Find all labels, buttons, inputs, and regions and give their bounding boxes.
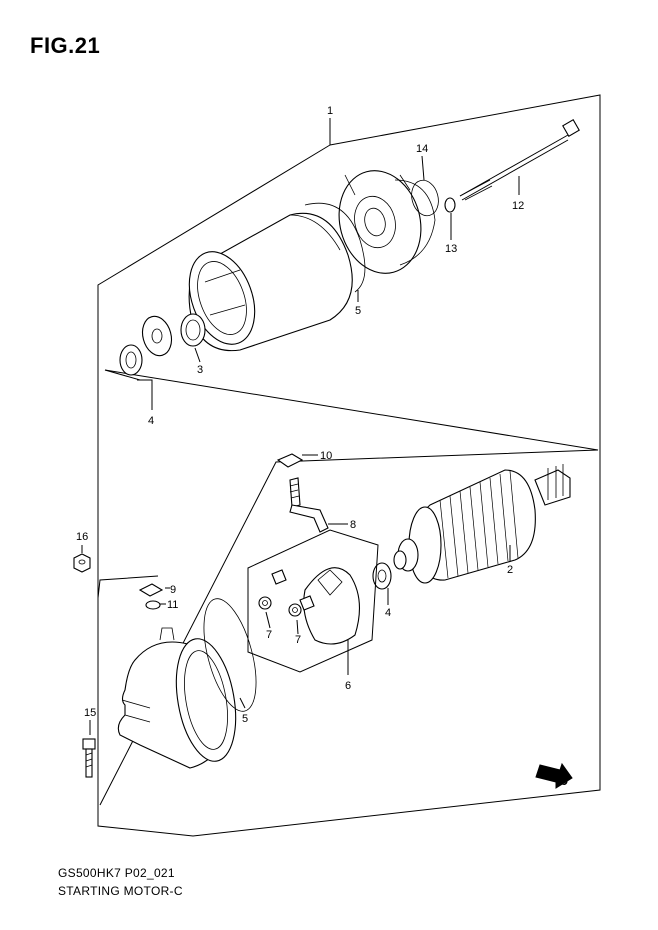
callout-14: 14: [416, 143, 428, 155]
callout-7-left: 7: [266, 629, 272, 641]
section-name: STARTING MOTOR-C: [58, 884, 183, 898]
callout-6: 6: [345, 680, 351, 692]
o-ring-part-14: [411, 179, 439, 217]
callout-5-upper: 5: [355, 305, 361, 317]
forward-arrow-icon: FWD: [535, 762, 573, 789]
washer-part-11: [145, 600, 161, 610]
front-cover-part: [117, 627, 237, 769]
bolt-part-15: [82, 738, 96, 778]
callout-4-lower: 4: [385, 607, 391, 619]
callout-11: 11: [167, 599, 178, 611]
callout-10: 10: [320, 450, 332, 462]
o-ring-part-5-lower: [203, 598, 257, 712]
callout-16: 16: [76, 531, 88, 543]
callout-5-lower: 5: [242, 713, 248, 725]
bracket-part-10: [276, 453, 304, 468]
callout-13: 13: [445, 243, 457, 255]
brush-holder-part-6: [247, 529, 379, 673]
assembly-boundary: [97, 94, 601, 837]
terminal-part-8: [289, 477, 329, 533]
figure-title: FIG.21: [30, 33, 101, 58]
callout-9: 9: [170, 584, 176, 596]
washer-part-13: [444, 197, 456, 213]
seal-part-3: [180, 313, 206, 347]
model-code: GS500HK7 P02_021: [58, 866, 175, 880]
callout-3: 3: [197, 364, 203, 376]
washer-part-4-lower: [372, 562, 392, 590]
callout-7-right: 7: [295, 634, 301, 646]
callout-2: 2: [507, 564, 513, 576]
rear-cover-part: [338, 170, 436, 274]
leader-lines: [81, 118, 520, 735]
callout-1: 1: [327, 105, 333, 117]
motor-case-part: [188, 212, 353, 352]
callout-15: 15: [84, 707, 96, 719]
callout-8: 8: [350, 519, 356, 531]
armature-part: [393, 464, 571, 584]
callout-4-upper: 4: [148, 415, 154, 427]
o-ring-part-5-upper: [304, 202, 366, 293]
callout-12: 12: [512, 200, 524, 212]
through-bolt-part-12: [459, 119, 580, 201]
o-ring-part-9: [138, 583, 164, 597]
nut-part-16: [73, 553, 91, 573]
group-divider: [99, 369, 599, 806]
washer-part-4-upper: [119, 315, 173, 376]
